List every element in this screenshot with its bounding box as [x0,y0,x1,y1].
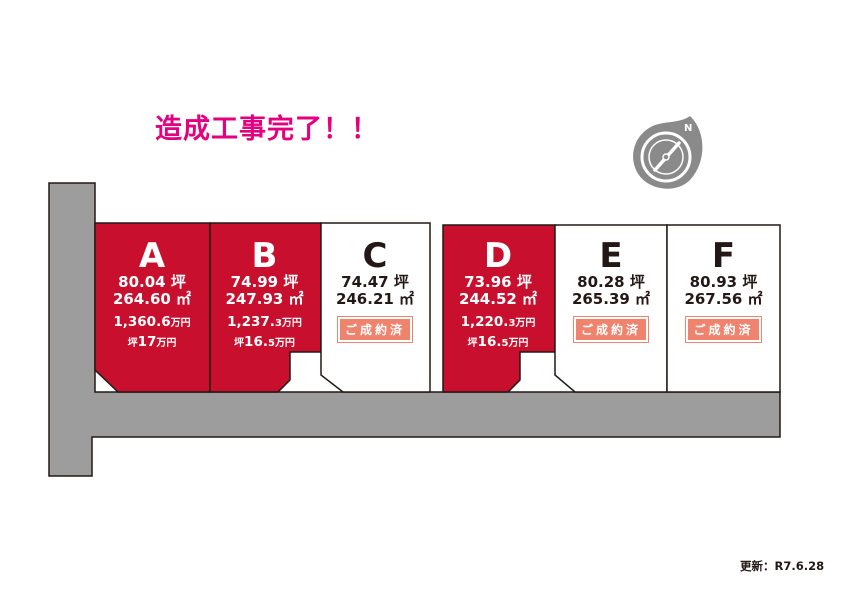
announcement: 造成工事完了！！ [155,114,379,145]
lot-price-total: 1,360.6万円 [113,314,191,330]
lot-price-per-tsubo: 坪17万円 [127,334,177,350]
lot-c[interactable]: C 74.47 坪 246.21 ㎡ ご成約済 [322,236,428,343]
contracted-stamp: ご成約済 [685,316,762,343]
lot-tsubo: 80.93 坪 [689,273,758,291]
lot-tsubo: 73.96 坪 [464,273,532,291]
contracted-stamp: ご成約済 [336,316,414,343]
updated-date: 更新：R7.6.28 [740,559,825,573]
lot-price-total: 1,237.3万円 [227,314,302,330]
lot-tsubo: 80.04 坪 [118,273,186,291]
lot-sqm: 246.21 ㎡ [335,290,415,308]
lot-letter: D [483,236,513,276]
lot-letter: C [362,236,388,276]
lot-price-total: 1,220.3万円 [460,314,536,330]
lot-sqm: 267.56 ㎡ [684,290,763,308]
lot-f[interactable]: F 80.93 坪 267.56 ㎡ ご成約済 [669,236,778,343]
contracted-stamp: ご成約済 [572,316,650,343]
lot-a[interactable]: A 80.04 坪 264.60 ㎡ 1,360.6万円 坪17万円 [98,238,206,351]
lot-sqm: 264.60 ㎡ [112,290,192,308]
svg-text:N: N [684,123,692,134]
compass-icon: N [633,116,703,189]
lot-a-shape[interactable] [94,222,211,393]
lot-sqm: 247.93 ㎡ [225,290,304,308]
lot-tsubo: 74.99 坪 [230,273,299,291]
lot-e-shape[interactable] [554,224,668,393]
road [48,182,781,477]
lot-b[interactable]: B 74.99 坪 247.93 ㎡ 1,237.3万円 坪16.5万円 [212,238,317,351]
lot-tsubo: 74.47 坪 [341,273,409,291]
lot-letter: A [138,236,166,276]
lot-tsubo: 80.28 坪 [577,273,645,291]
lot-e[interactable]: E 80.28 坪 265.39 ㎡ ご成約済 [557,236,665,343]
lot-sqm: 244.52 ㎡ [458,290,538,308]
lot-c-shape[interactable] [320,222,431,393]
lot-price-per-tsubo: 坪16.5万円 [234,334,295,350]
lot-letter: B [251,236,278,276]
lot-sqm: 265.39 ㎡ [571,290,651,308]
lot-letter: F [711,236,736,276]
lot-d[interactable]: D 73.96 坪 244.52 ㎡ 1,220.3万円 坪16.5万円 [445,238,551,351]
lot-price-per-tsubo: 坪16.5万円 [467,334,529,350]
lot-f-shape[interactable] [666,224,781,393]
lot-letter: E [599,236,623,276]
